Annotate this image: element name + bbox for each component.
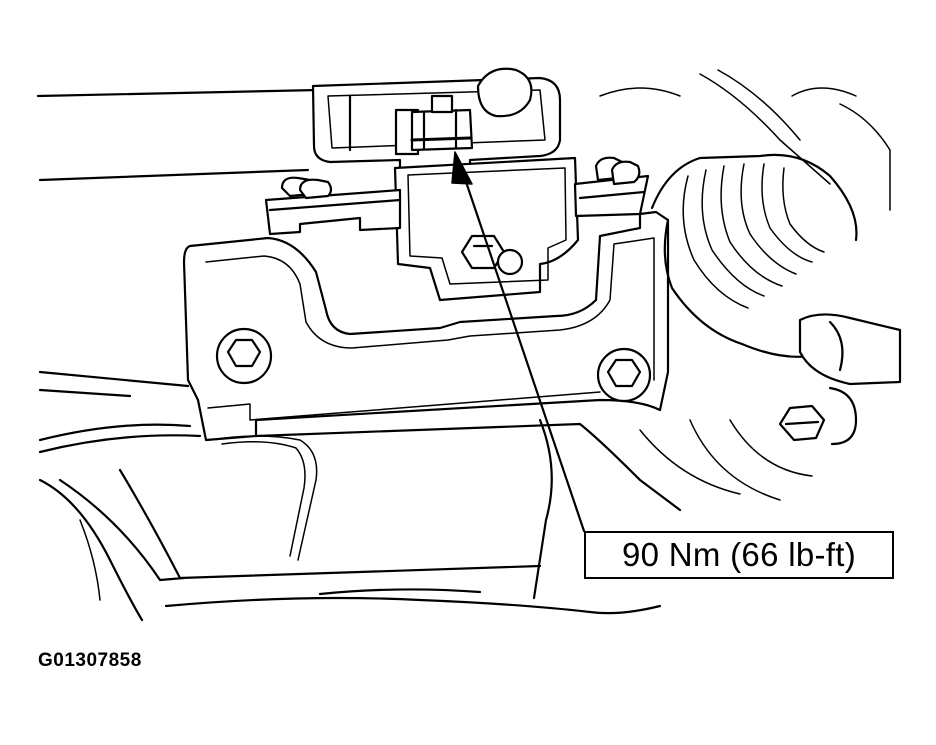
mount-insulator [393, 156, 580, 302]
torque-callout: 90 Nm (66 lb-ft) [584, 531, 894, 579]
subframe [38, 370, 682, 622]
leader-arrow-icon [451, 151, 586, 533]
cv-joint-boot [599, 69, 902, 386]
frame-rails [36, 88, 320, 182]
knuckle-bolt [639, 386, 858, 501]
mount-nut [394, 94, 474, 156]
lower-flange [264, 156, 650, 236]
main-bracket [182, 210, 670, 442]
figure-id-label: G01307858 [38, 650, 142, 671]
